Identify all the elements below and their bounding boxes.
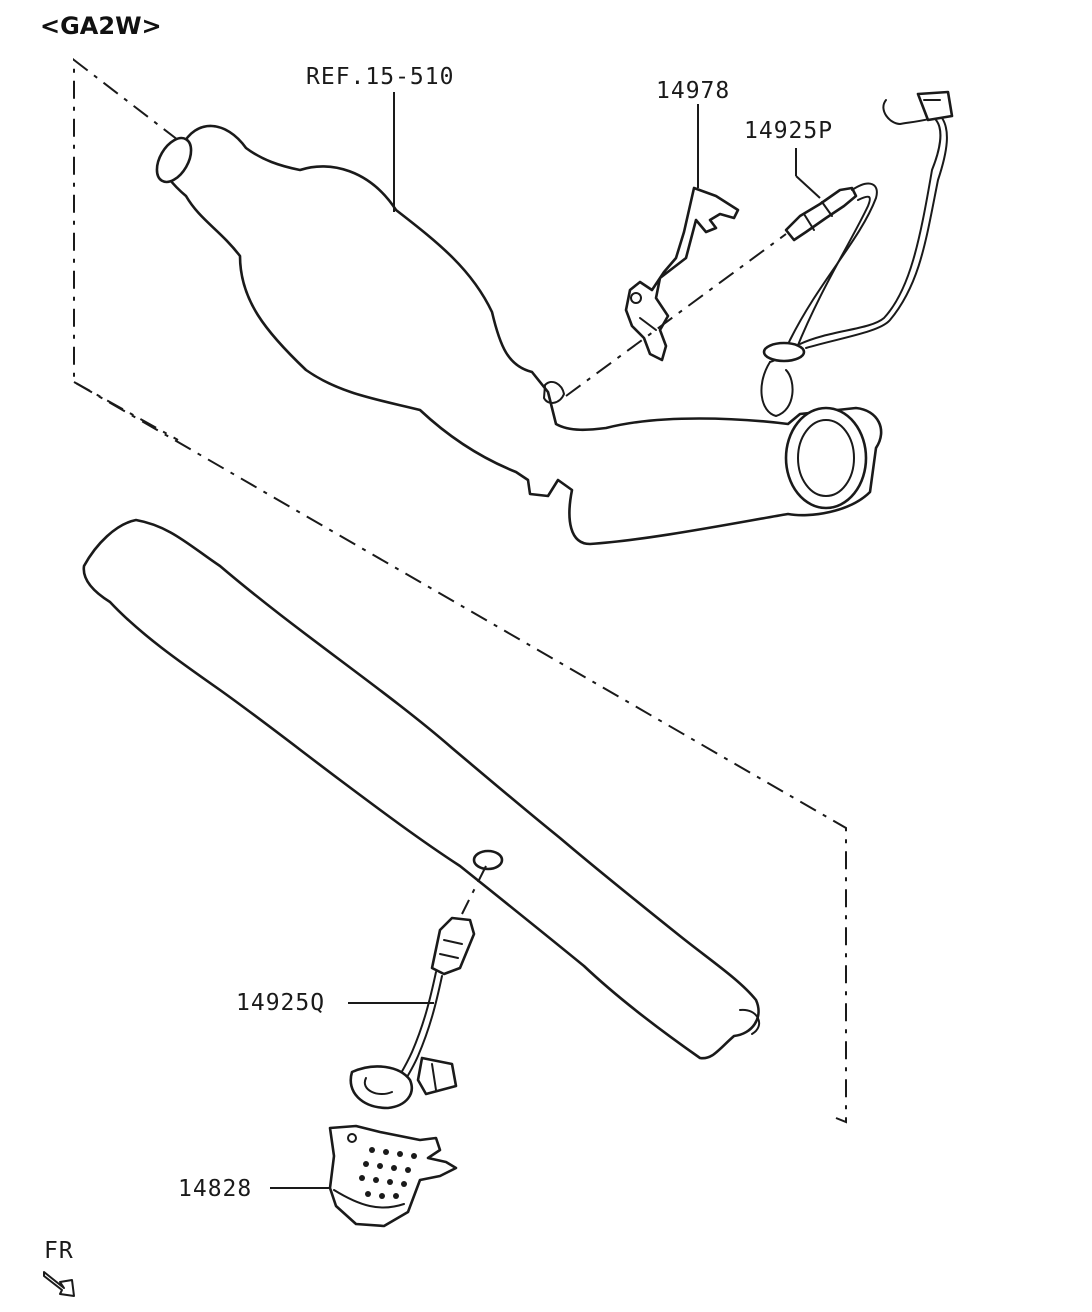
callout-ref-15-510: REF.15-510	[306, 64, 454, 90]
variant-label: <GA2W>	[40, 12, 162, 40]
callout-14828: 14828	[178, 1176, 252, 1202]
callout-14978: 14978	[656, 78, 730, 104]
front-arrow-icon	[43, 1271, 75, 1297]
callout-14925q: 14925Q	[236, 990, 325, 1016]
oxygen-sensor-rear	[348, 865, 487, 1110]
oxygen-sensor-front	[565, 90, 954, 417]
front-direction-label: FR	[44, 1238, 74, 1264]
bracket-14978	[624, 104, 740, 362]
heat-shield	[270, 1124, 458, 1228]
callout-14925p: 14925P	[744, 118, 833, 144]
assembly-boundary	[73, 57, 847, 1124]
catalytic-converter	[155, 124, 883, 546]
shield-dimples	[359, 1147, 417, 1199]
heat-insulator	[82, 518, 761, 1060]
